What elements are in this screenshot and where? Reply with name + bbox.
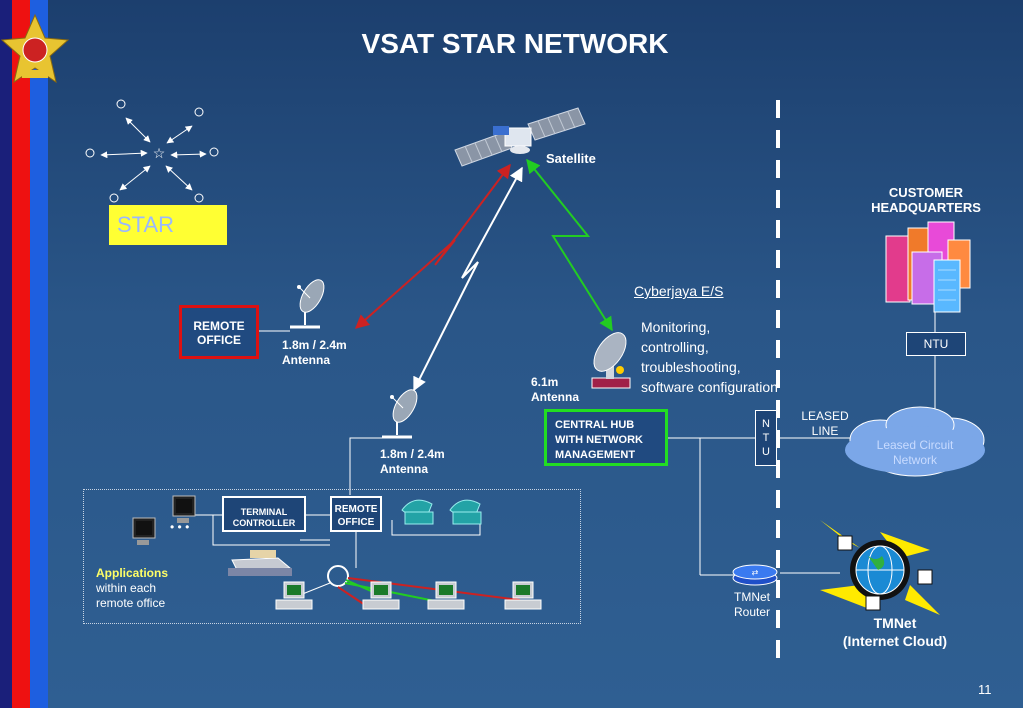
applications-line1: Applications <box>96 566 169 580</box>
stripe-red <box>12 0 30 708</box>
cloud-line2: Network <box>892 453 937 467</box>
pc-icon <box>132 517 156 545</box>
remote-office-1-antenna-word: Antenna <box>282 353 330 367</box>
earth-station-name[interactable]: Cyberjaya E/S <box>634 283 724 299</box>
printer-icon <box>228 550 292 576</box>
terminal-controller-line2: CONTROLLER <box>232 518 296 528</box>
router-line2: Router <box>733 605 771 619</box>
svg-text:⇄: ⇄ <box>752 568 759 577</box>
pc-icon <box>504 581 542 610</box>
dish-antenna-icon <box>382 389 418 439</box>
customer-hq-label: CUSTOMER HEADQUARTERS <box>856 185 996 215</box>
es-line1: Monitoring, <box>641 319 711 335</box>
dish-antenna-icon <box>591 332 631 389</box>
remote-office-1-line1: REMOTE <box>193 319 245 333</box>
earth-station-description: Monitoring, controlling, troubleshooting… <box>641 317 778 397</box>
ntu-box: NTU <box>906 332 966 356</box>
dish-antenna-icon <box>290 279 325 329</box>
internet-line2: (Internet Cloud) <box>842 633 948 649</box>
remote-office-2-antenna-size: 1.8m / 2.4m <box>380 447 445 461</box>
pc-icon <box>427 581 465 610</box>
stripe-navy <box>0 0 12 708</box>
customer-hq-line2: HEADQUARTERS <box>871 200 981 215</box>
pc-icon <box>172 495 196 523</box>
ntu-n: N <box>762 418 770 430</box>
hub-antenna-size: 6.1m <box>531 375 559 389</box>
pc-icon <box>362 581 400 610</box>
remote-office-2-line2: OFFICE <box>337 517 375 528</box>
terminal-controller-box[interactable]: TERMINAL CONTROLLER <box>222 496 306 532</box>
router-icon: ⇄ <box>732 564 778 586</box>
ntu-u: U <box>762 446 770 458</box>
cloud-label: Leased Circuit Network <box>855 438 975 468</box>
satellite-label: Satellite <box>546 151 596 166</box>
cloud-shape <box>845 406 985 477</box>
remote-office-area <box>83 489 581 624</box>
emblem-icon <box>0 10 70 90</box>
leased-line-label: LEASED LINE <box>796 409 854 439</box>
hub-line1: CENTRAL HUB <box>555 419 635 431</box>
router-label: TMNet Router <box>722 590 782 620</box>
stripe-blue <box>30 0 48 708</box>
leased-line-line2: LINE <box>811 424 839 438</box>
building-icon <box>885 221 971 313</box>
page-title: VSAT STAR NETWORK <box>361 28 669 59</box>
satellite-icon <box>454 107 586 167</box>
phone-icon <box>449 499 482 525</box>
star-topology-icon: ☆ <box>85 99 219 203</box>
remote-office-1-line2: OFFICE <box>197 333 241 347</box>
remote-office-2-box[interactable]: REMOTE OFFICE <box>330 496 382 532</box>
es-line4: software configuration <box>641 379 778 395</box>
router-line1: TMNet <box>734 590 770 604</box>
hub-line3: MANAGEMENT <box>555 449 636 461</box>
es-line3: troubleshooting, <box>641 359 741 375</box>
page-number: 11 <box>978 682 992 697</box>
cloud-line1: Leased Circuit <box>876 438 954 452</box>
svg-text:• • •: • • • <box>170 520 189 534</box>
central-hub-box[interactable]: CENTRAL HUB WITH NETWORK MANAGEMENT <box>544 409 668 466</box>
applications-label: Applications within each remote office <box>96 566 168 611</box>
leased-line-line1: LEASED <box>801 409 849 423</box>
terminal-controller-line1: TERMINAL <box>240 507 288 517</box>
hub-line2: WITH NETWORK <box>555 434 643 446</box>
remote-office-1-antenna-size: 1.8m / 2.4m <box>282 338 347 352</box>
star-label-box: STAR <box>109 205 227 245</box>
star-label: STAR <box>117 212 175 237</box>
customer-hq-line1: CUSTOMER <box>888 185 964 200</box>
hub-antenna-word: Antenna <box>531 390 579 404</box>
remote-office-2-antenna-word: Antenna <box>380 462 428 476</box>
internet-line1: TMNet <box>873 615 917 631</box>
remote-office-2-line1: REMOTE <box>334 504 378 515</box>
pc-icon <box>275 581 313 610</box>
es-line2: controlling, <box>641 339 709 355</box>
applications-line2: within each <box>96 581 157 595</box>
remote-office-1-box[interactable]: REMOTE OFFICE <box>179 305 259 359</box>
svg-text:☆: ☆ <box>153 145 166 161</box>
internet-label: TMNet (Internet Cloud) <box>820 614 970 650</box>
phone-icon <box>401 499 434 525</box>
globe-icon <box>820 520 940 615</box>
ntu-vertical-box: N T U <box>755 410 777 466</box>
applications-line3: remote office <box>96 596 166 610</box>
ntu-t: T <box>762 432 770 444</box>
